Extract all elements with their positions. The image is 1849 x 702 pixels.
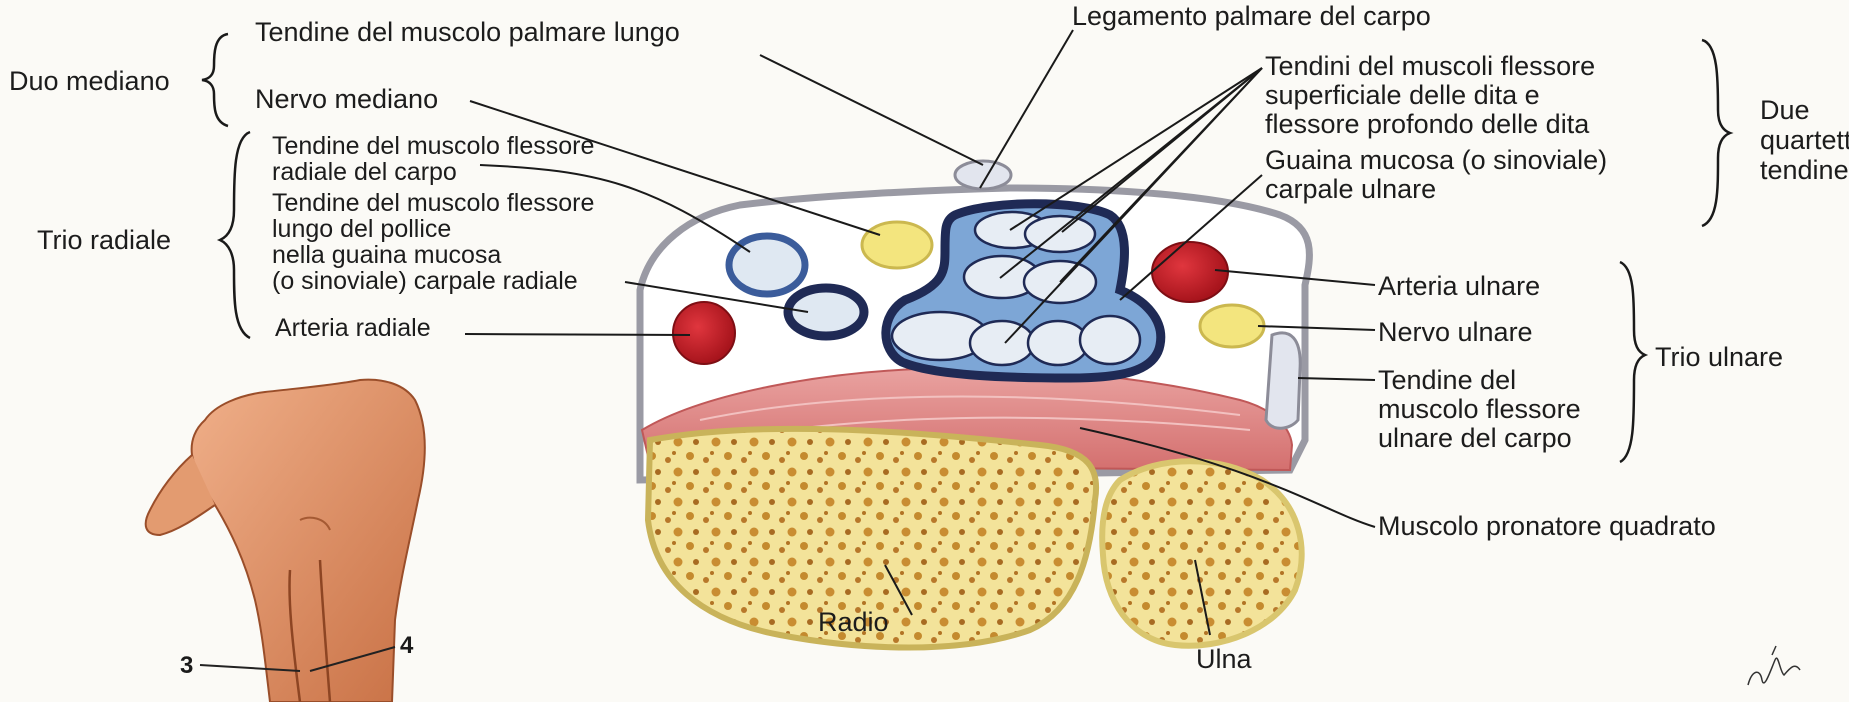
label-flessore-pollice-line4: (o sinoviale) carpale radiale bbox=[272, 268, 594, 294]
label-legamento-palmare: Legamento palmare del carpo bbox=[1072, 2, 1431, 31]
label-flessore-radiale-line1: Tendine del muscolo flessore bbox=[272, 133, 594, 159]
label-guaina-ulnare-line2: carpale ulnare bbox=[1265, 175, 1607, 204]
label-guaina-ulnare: Guaina mucosa (o sinoviale) carpale ulna… bbox=[1265, 146, 1607, 204]
label-tendini-flessori-line2: superficiale delle dita e bbox=[1265, 81, 1595, 110]
label-tendini-flessori: Tendini del muscoli flessore superficial… bbox=[1265, 52, 1595, 139]
label-flessore-pollice: Tendine del muscolo flessore lungo del p… bbox=[272, 190, 594, 294]
label-flessore-radiale-line2: radiale del carpo bbox=[272, 159, 594, 185]
label-nervo-ulnare: Nervo ulnare bbox=[1378, 318, 1533, 347]
label-flessore-ulnare-line3: ulnare del carpo bbox=[1378, 424, 1581, 453]
group-due-quartetti-line3: tendinei bbox=[1760, 155, 1849, 185]
hand-number-3: 3 bbox=[180, 652, 193, 680]
label-flessore-ulnare: Tendine del muscolo flessore ulnare del … bbox=[1378, 366, 1581, 453]
artist-signature bbox=[1748, 646, 1800, 685]
flexor-carpi-ulnaris-tendon bbox=[1266, 333, 1300, 428]
ulna-bone bbox=[1102, 461, 1302, 646]
group-trio-radiale: Trio radiale bbox=[37, 225, 171, 255]
label-flessore-pollice-line3: nella guaina mucosa bbox=[272, 242, 594, 268]
label-arteria-ulnare: Arteria ulnare bbox=[1378, 272, 1540, 301]
label-flessore-pollice-line1: Tendine del muscolo flessore bbox=[272, 190, 594, 216]
label-nervo-mediano: Nervo mediano bbox=[255, 85, 438, 114]
label-tendini-flessori-line3: flessore profondo delle dita bbox=[1265, 110, 1595, 139]
label-palmare-lungo: Tendine del muscolo palmare lungo bbox=[255, 18, 680, 47]
group-due-quartetti-line1: Due bbox=[1760, 95, 1849, 125]
group-due-quartetti: Due quartetti tendinei bbox=[1760, 95, 1849, 185]
label-flessore-pollice-line2: lungo del pollice bbox=[272, 216, 594, 242]
label-flessore-radiale: Tendine del muscolo flessore radiale del… bbox=[272, 133, 594, 185]
label-guaina-ulnare-line1: Guaina mucosa (o sinoviale) bbox=[1265, 146, 1607, 175]
label-radio: Radio bbox=[818, 608, 889, 637]
label-flessore-ulnare-line2: muscolo flessore bbox=[1378, 395, 1581, 424]
radial-artery bbox=[673, 302, 735, 364]
group-trio-ulnare: Trio ulnare bbox=[1655, 342, 1783, 372]
label-ulna: Ulna bbox=[1196, 645, 1252, 674]
hand-number-4: 4 bbox=[400, 632, 413, 660]
median-nerve bbox=[862, 222, 932, 268]
group-duo-mediano: Duo mediano bbox=[9, 66, 170, 96]
label-arteria-radiale: Arteria radiale bbox=[275, 315, 431, 341]
group-due-quartetti-line2: quartetti bbox=[1760, 125, 1849, 155]
label-tendini-flessori-line1: Tendini del muscoli flessore bbox=[1265, 52, 1595, 81]
flexor-pollicis-longus-tendon bbox=[788, 288, 864, 336]
ulnar-nerve bbox=[1200, 305, 1264, 347]
label-pronatore: Muscolo pronatore quadrato bbox=[1378, 512, 1716, 541]
ulnar-artery bbox=[1152, 242, 1228, 302]
label-flessore-ulnare-line1: Tendine del bbox=[1378, 366, 1581, 395]
